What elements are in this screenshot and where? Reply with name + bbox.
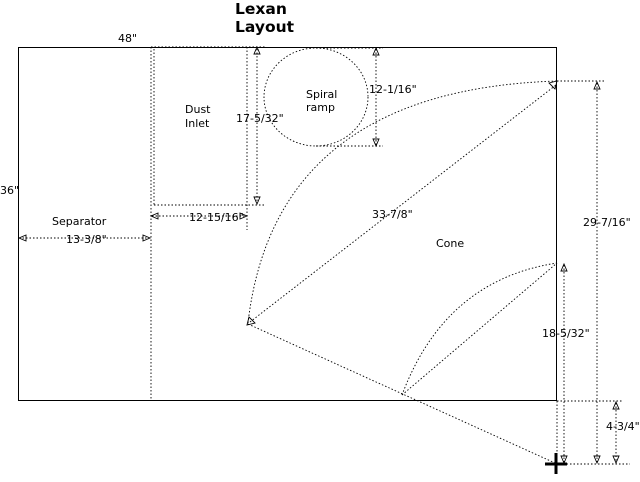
- spiral-dia-label: 12-1/16": [369, 83, 417, 96]
- title-line-1: Lexan: [235, 0, 287, 18]
- separator-label: Separator: [52, 215, 107, 228]
- cone-radius-dim-line: [249, 84, 557, 323]
- arrow-left-icon: [149, 212, 159, 220]
- plus-icon: [545, 453, 567, 474]
- arrow-left-icon: [246, 316, 256, 326]
- spiral-ramp-label-line-2: ramp: [306, 101, 335, 114]
- arrow-up-icon: [372, 46, 380, 56]
- title-line-2: Layout: [235, 18, 295, 36]
- cone-outer-arc: [247, 80, 558, 324]
- cone-inner-chord: [401, 262, 558, 396]
- offset-label: 4-3/4": [606, 420, 640, 433]
- dust-inlet-label-line-2: Inlet: [185, 117, 210, 130]
- dust-inlet-label-line-1: Dust: [185, 103, 211, 116]
- arrow-up-icon: [253, 45, 261, 55]
- arrow-down-icon: [612, 455, 620, 465]
- cone-inner-height-label: 18-5/32": [542, 327, 590, 340]
- cone-label: Cone: [436, 237, 464, 250]
- dust-width-label: 12-15/16": [189, 211, 244, 224]
- separator-width-label: 13-3/8": [66, 233, 107, 246]
- arrow-up-icon: [612, 400, 620, 410]
- cone-inner-arc: [401, 262, 558, 396]
- cone-radius-label: 33-7/8": [372, 208, 413, 221]
- arrow-up-icon: [560, 262, 568, 272]
- arrow-down-icon: [593, 455, 601, 465]
- cone-apex-line: [247, 323, 556, 464]
- arrow-left-icon: [17, 234, 27, 242]
- cone-outer-height-label: 29-7/16": [583, 216, 631, 229]
- spiral-ramp-label-line-1: Spiral: [306, 88, 337, 101]
- arrow-down-icon: [560, 455, 568, 465]
- arrow-right-icon: [548, 80, 558, 90]
- arrow-up-icon: [593, 80, 601, 90]
- dust-height-label: 17-5/32": [236, 112, 284, 125]
- height-label: 36": [0, 184, 19, 197]
- arrow-right-icon: [142, 234, 152, 242]
- arrow-down-icon: [372, 138, 380, 148]
- sheet-outline: [18, 47, 557, 401]
- arrow-right-icon: [239, 212, 249, 220]
- width-label: 48": [118, 32, 137, 45]
- page-title: Lexan Layout: [235, 0, 294, 36]
- spiral-ramp-circle: [263, 47, 369, 147]
- arrow-down-icon: [253, 196, 261, 206]
